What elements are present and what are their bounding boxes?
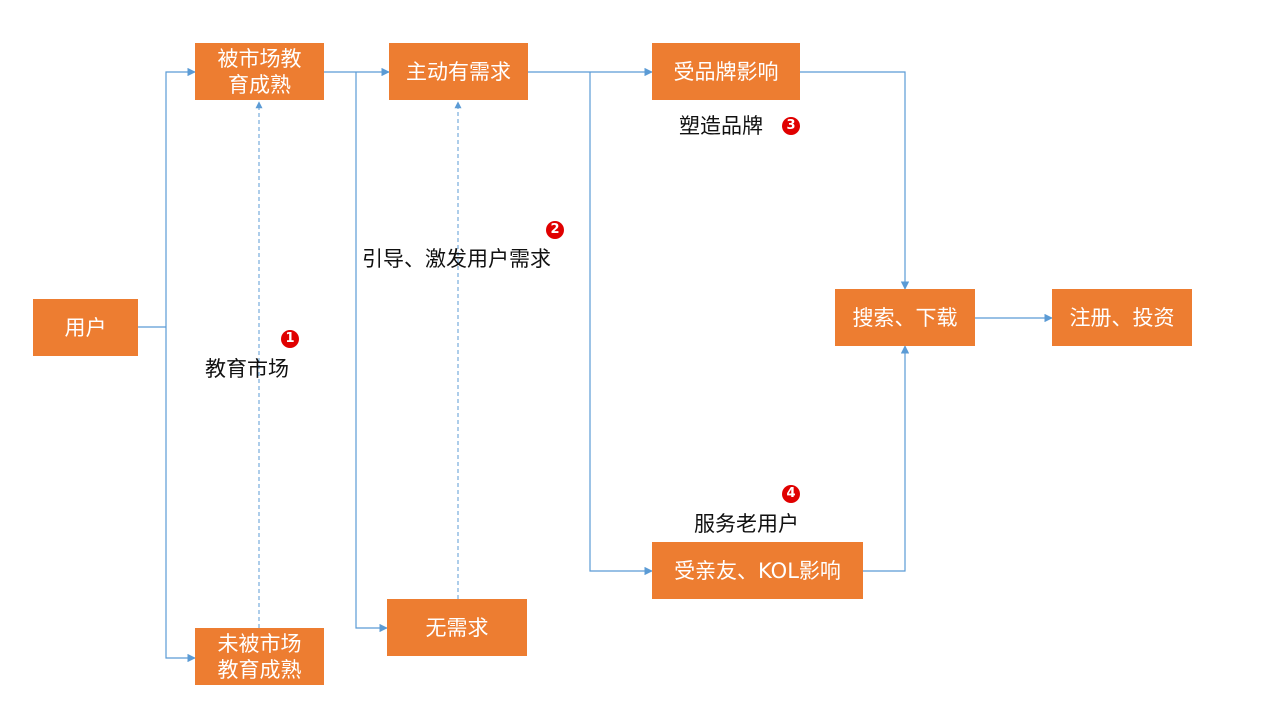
node-user[interactable]: 用户 (33, 299, 138, 356)
badge-2-guide-demand: 2 (546, 221, 564, 239)
connector-kol-to-search (863, 345, 910, 572)
node-kol-influence[interactable]: 受亲友、KOL影响 (652, 542, 863, 599)
connector-brand-to-search (800, 71, 910, 290)
note-build-brand: 塑造品牌 (679, 114, 763, 138)
badge-1-educate-market: 1 (281, 330, 299, 348)
node-market-educated[interactable]: 被市场教 育成熟 (195, 43, 324, 100)
note-serve-users: 服务老用户 (694, 512, 799, 536)
node-register-invest[interactable]: 注册、投资 (1052, 289, 1192, 346)
connector-educated-to-nodemand (355, 72, 388, 633)
node-brand-influence[interactable]: 受品牌影响 (652, 43, 800, 100)
connector-user-to-uneducated (165, 327, 196, 663)
badge-4-serve-users: 4 (782, 485, 800, 503)
node-search-download[interactable]: 搜索、下载 (835, 289, 975, 346)
node-active-demand[interactable]: 主动有需求 (389, 43, 528, 100)
badge-3-build-brand: 3 (782, 117, 800, 135)
note-guide-demand: 引导、激发用户需求 (362, 247, 551, 271)
node-market-uneducated[interactable]: 未被市场 教育成熟 (195, 628, 324, 685)
note-educate-market: 教育市场 (205, 357, 289, 381)
connector-user-to-educated (165, 67, 196, 327)
connector-active-to-kol (589, 72, 653, 576)
node-no-demand[interactable]: 无需求 (387, 599, 527, 656)
